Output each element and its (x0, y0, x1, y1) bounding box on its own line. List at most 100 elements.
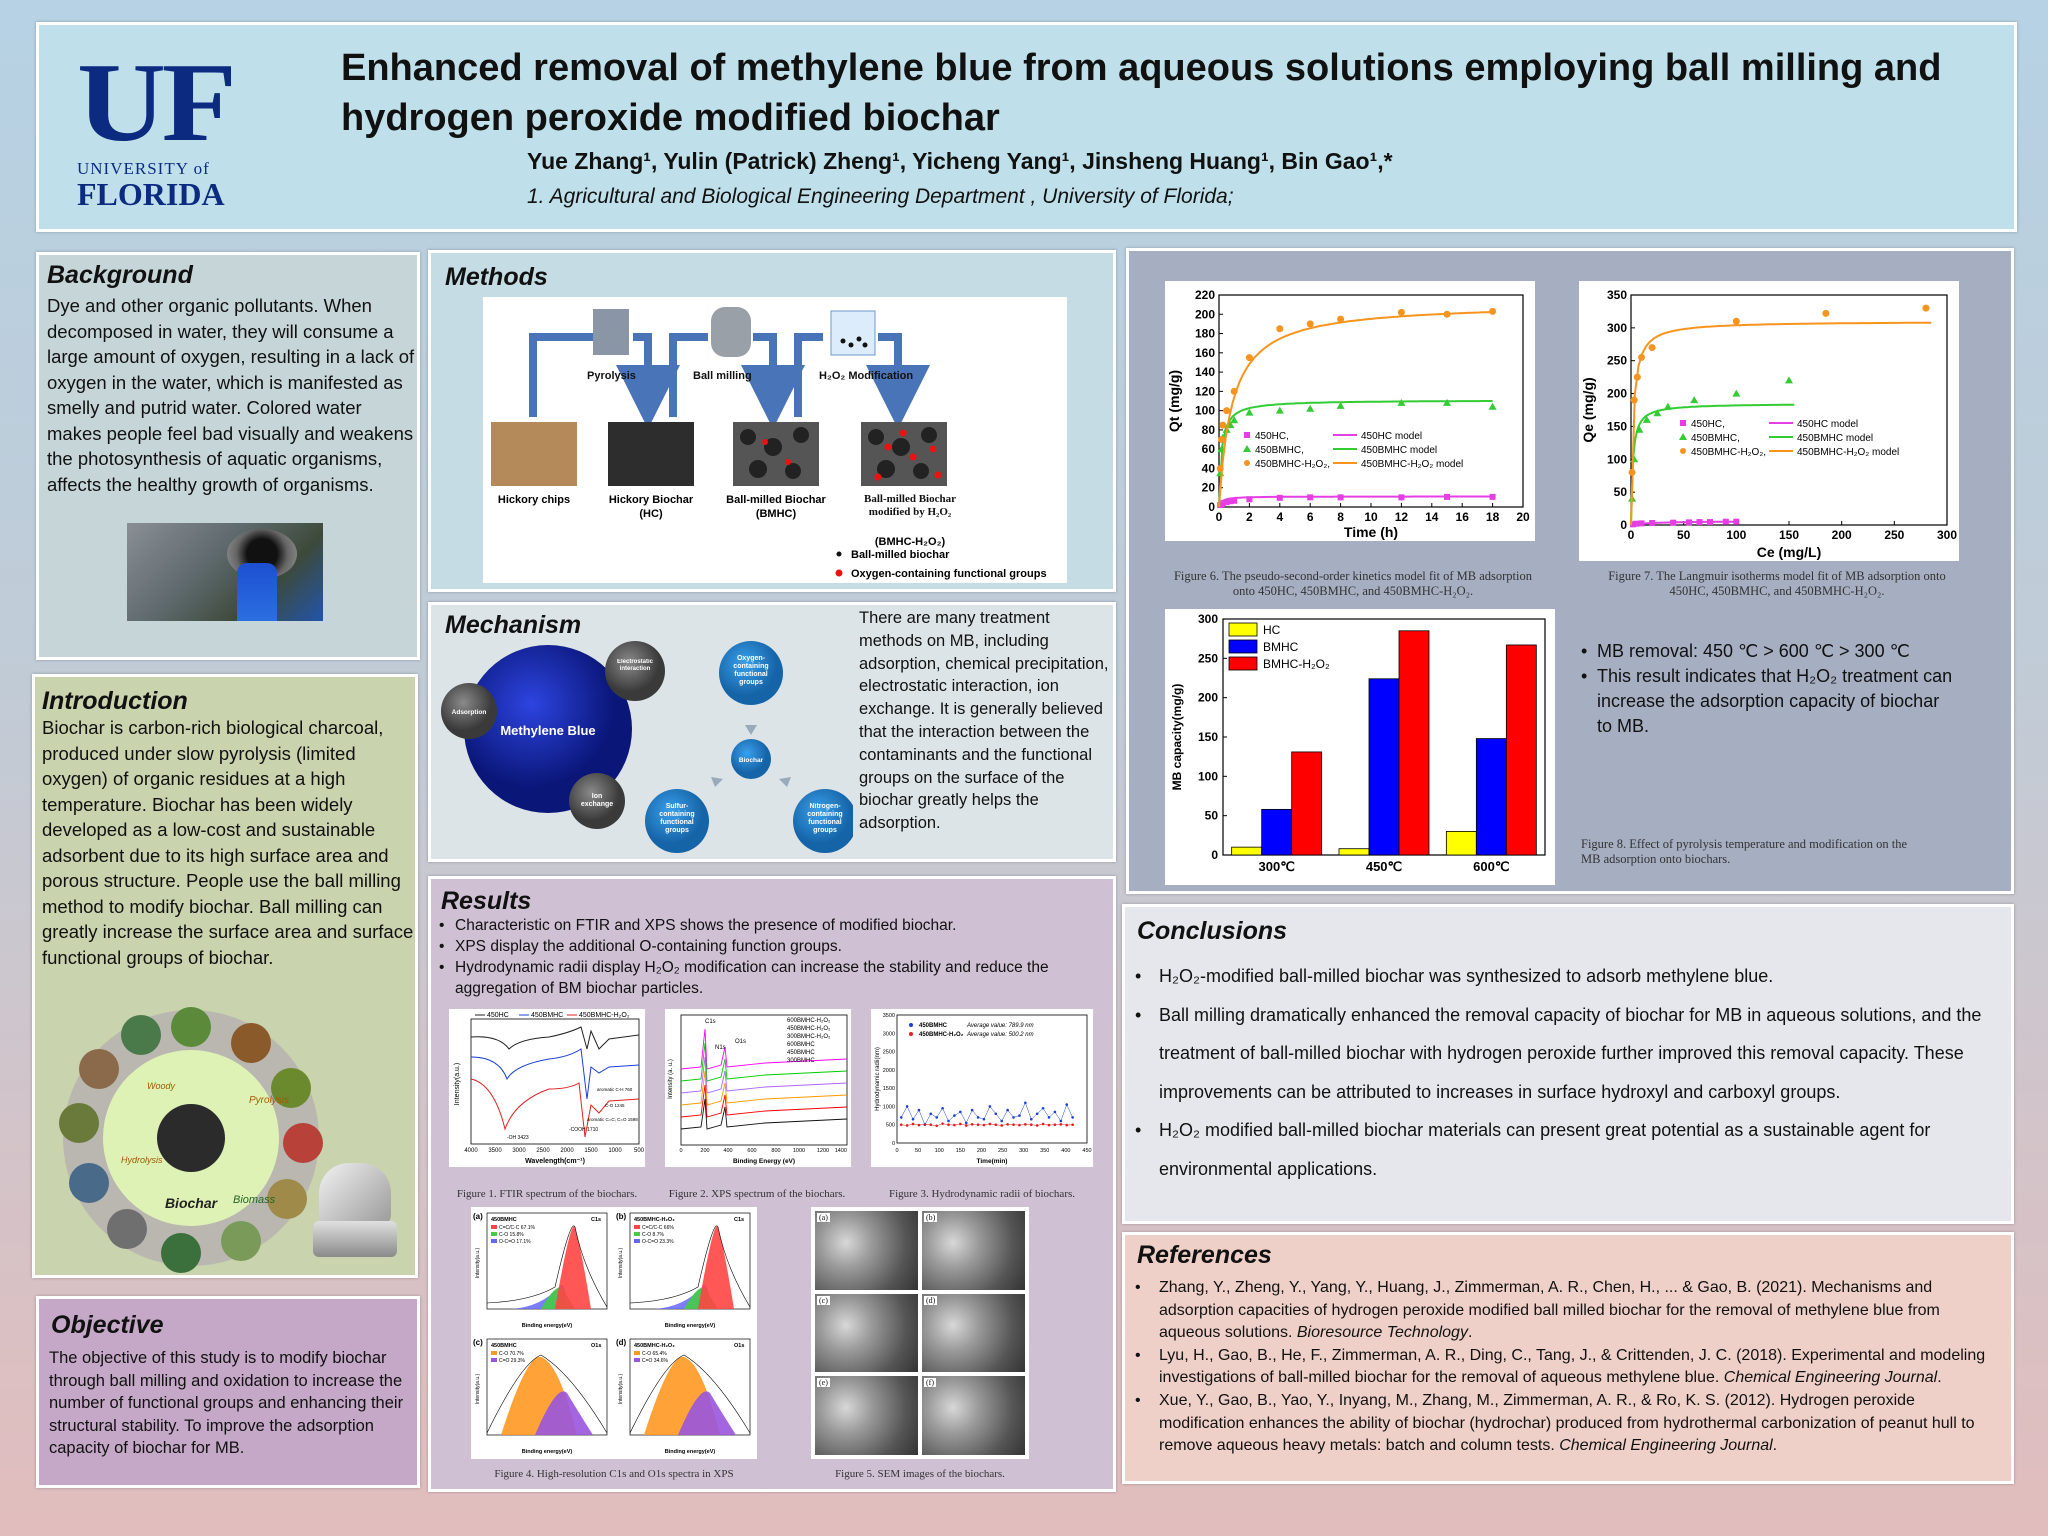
references-list: Zhang, Y., Zheng, Y., Yang, Y., Huang, J… (1133, 1277, 2003, 1458)
fig8-ytick: 250 (1198, 651, 1218, 665)
thumb-straw (267, 1179, 307, 1219)
biomass-thumbnails (59, 1007, 323, 1273)
objective-text: The objective of this study is to modify… (49, 1349, 404, 1457)
fig3-xlabel: Time(min) (977, 1158, 1008, 1165)
fig3-ytick: 3500 (883, 1013, 895, 1019)
sem-image-5: (f) (922, 1376, 1025, 1455)
mechanism-text: There are many treatment methods on MB, … (859, 609, 1109, 833)
fig7-point-0 (1633, 520, 1640, 527)
fig6-point-0 (1231, 497, 1238, 504)
fig3-xtick: 100 (935, 1148, 944, 1154)
fig4-ylabel: Intensity(a.u.) (475, 1248, 481, 1279)
svg-text:300BMHC: 300BMHC (787, 1058, 815, 1064)
fig6-point-0 (1276, 494, 1283, 501)
fig7-xtick: 200 (1832, 528, 1852, 542)
fig1-frame (470, 1018, 640, 1145)
fig4-legend-text: C=O 34.6% (642, 1358, 669, 1364)
logo-florida: FLORIDA (77, 176, 225, 212)
fig7-point-0 (1696, 519, 1703, 526)
fig4-tag: (a) (473, 1212, 483, 1221)
step-ball-milling: Ball milling (693, 370, 752, 382)
reference-journal: Chemical Engineering Journal (1723, 1369, 1938, 1387)
references-title: References (1137, 1241, 1272, 1269)
thumb-sludge (69, 1163, 109, 1203)
fig8-bar-HC (1231, 846, 1263, 856)
fig7-ytick: 200 (1607, 387, 1627, 401)
fig6-legend-marker (1244, 460, 1250, 466)
fig4-peak-cc (555, 1226, 591, 1309)
fig6-legend-marker (1243, 445, 1251, 452)
introduction-title: Introduction (42, 687, 188, 715)
stage-2-sub: (BMHC) (756, 508, 797, 520)
fig7-point-0 (1685, 519, 1692, 526)
sulfur-label: Sulfur-containing functional groups (659, 803, 695, 834)
fig8-ytick: 200 (1198, 691, 1218, 705)
logo-uf-letters: UF (77, 41, 237, 165)
fig7-ytick: 300 (1607, 321, 1627, 335)
fig1-curve-450bmhc (470, 1048, 640, 1100)
fig6-legend-model: 450HC model (1361, 431, 1422, 442)
fig7-point-0 (1649, 520, 1656, 527)
reference-end: . (1467, 1324, 1473, 1342)
fig7-point-1 (1653, 409, 1662, 417)
svg-text:800: 800 (771, 1148, 780, 1154)
fig2-spectrum-1 (680, 1042, 848, 1082)
step-pyrolysis: Pyrolysis (587, 370, 636, 382)
beaker-icon (830, 310, 876, 356)
fig3-xtick: 450 (1082, 1148, 1091, 1154)
fig6-xlabel: Time (h) (1344, 524, 1398, 540)
adsorption-label: Adsorption (452, 709, 487, 716)
ion-wrap: Ion exchange (581, 793, 613, 808)
fig4-ylabel: Intensity(a.u.) (618, 1374, 624, 1405)
fig4-sample: 450BMHC (491, 1217, 517, 1223)
fig2-spectrum-0 (680, 1028, 848, 1070)
results-bullet-2: Hydrodynamic radii display H₂O₂ modifica… (437, 957, 1107, 999)
sem-image-1: (b) (922, 1211, 1025, 1290)
fig1-curve-450hc (470, 1026, 640, 1050)
figs-right-bullet-1: This result indicates that H₂O₂ treatmen… (1579, 664, 1959, 739)
biochar-node-label: Biochar (739, 757, 764, 764)
svg-text:4000: 4000 (464, 1148, 478, 1154)
sem-tag: (c) (817, 1295, 830, 1305)
thumb-fruit (283, 1123, 323, 1163)
fig3-line-450bmhc-h2o2 (901, 1123, 1073, 1127)
fig7-ytick: 100 (1607, 452, 1627, 466)
poster-title: Enhanced removal of methylene blue from … (341, 47, 1942, 139)
stage-3-name-wrap: Ball-milled Biochar modified by H₂O₂ (864, 493, 956, 518)
electrostatic-wrap: Electrostatic interaction (617, 659, 653, 672)
step-h2o2: H₂O₂ Modification (819, 370, 913, 382)
fig4-ylabel: Intensity(a.u.) (618, 1248, 624, 1279)
fig4-legend-text: C=C/C-C 66% (642, 1225, 674, 1231)
fig6-ytick: 180 (1195, 327, 1215, 341)
fig6-ytick: 60 (1202, 442, 1216, 456)
fig6-point-1 (1275, 406, 1284, 414)
conclusion-2: H₂O₂ modified ball-milled biochar materi… (1133, 1111, 2003, 1188)
fig6-model-0 (1218, 495, 1493, 508)
fig2-spectrum-3 (680, 1070, 848, 1106)
fig6-model-2 (1218, 311, 1493, 508)
header-panel: UF UNIVERSITY of FLORIDA Enhanced remova… (36, 22, 2017, 232)
reference-item: Lyu, H., Gao, B., He, F., Zimmerman, A. … (1133, 1345, 2003, 1390)
fig7-model-2 (1630, 321, 1932, 526)
fig4-legend-text: C=O 29.3% (499, 1358, 526, 1364)
fig7-point-2 (1822, 309, 1830, 317)
thumb-grass (221, 1221, 261, 1261)
fig7-ytick: 150 (1607, 419, 1627, 433)
oxygen-wrap: Oxygen-containing functional groups (733, 655, 769, 686)
reference-text: Zhang, Y., Zheng, Y., Yang, Y., Huang, J… (1159, 1279, 1940, 1342)
oxygen-label: Oxygen-containing functional groups (733, 655, 769, 686)
nitrogen-label: Nitrogen-containing functional groups (807, 803, 843, 834)
objective-title: Objective (51, 1311, 164, 1339)
fig8-legend-name: BMHC-H₂O₂ (1263, 657, 1330, 671)
wheel-center-label: Biochar (165, 1195, 219, 1211)
fig7-point-2 (1638, 353, 1646, 361)
fig6-ylabel: Qt (mg/g) (1166, 370, 1182, 432)
fig8-legend-swatch (1228, 622, 1258, 637)
fig2-peak-c1s: C1s (705, 1019, 716, 1025)
fig6-point-0 (1489, 493, 1496, 500)
fig4-legend-text: C-O 65.4% (642, 1351, 667, 1357)
